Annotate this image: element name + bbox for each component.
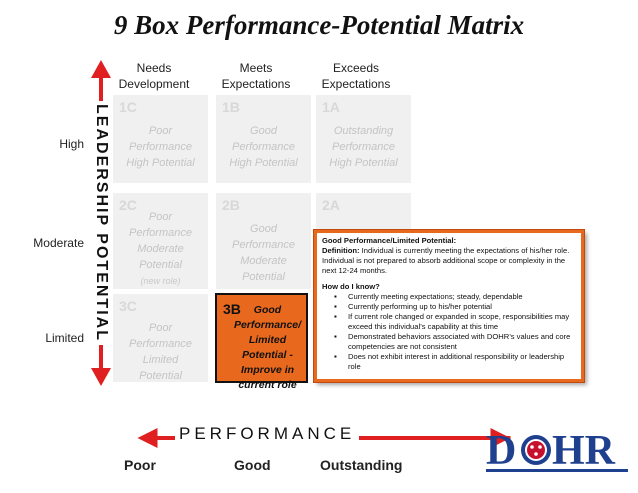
popup-definition: Definition: Individual is currently meet… bbox=[322, 246, 576, 276]
cell-description-text: Poor Performance Moderate Potential bbox=[129, 211, 192, 271]
cell-description: Good Performance High Potential bbox=[229, 125, 298, 169]
cell-code: 1B bbox=[222, 99, 240, 115]
popup-bullet: Demonstrated behaviors associated with D… bbox=[334, 332, 576, 352]
popup-how-label: How do I know? bbox=[322, 282, 380, 291]
cell-description: Good Performance Moderate Potential bbox=[232, 223, 295, 283]
row-label-moderate: Moderate bbox=[33, 236, 84, 250]
cell-1a[interactable]: 1A Outstanding Performance High Potentia… bbox=[316, 95, 411, 183]
popup-bullet: Currently meeting expectations; steady, … bbox=[334, 292, 576, 302]
column-header-needs-development: Needs Development bbox=[104, 60, 204, 92]
cell-code: 1A bbox=[322, 99, 340, 115]
cell-code: 2A bbox=[322, 197, 340, 213]
horizontal-axis-label: PERFORMANCE bbox=[175, 424, 360, 444]
row-label-limited: Limited bbox=[45, 331, 84, 345]
page-title: 9 Box Performance-Potential Matrix bbox=[113, 10, 525, 40]
cell-code: 3B bbox=[223, 301, 241, 317]
column-header-label: Exceeds Expectations bbox=[321, 61, 391, 91]
cell-3c[interactable]: 3C Poor Performance Limited Potential bbox=[113, 294, 208, 382]
cell-2b[interactable]: 2B Good Performance Moderate Potential bbox=[216, 193, 311, 289]
popup-definition-label: Definition: bbox=[322, 246, 360, 255]
popup-bullet-list: Currently meeting expectations; steady, … bbox=[322, 292, 576, 372]
bottom-label-good: Good bbox=[234, 457, 271, 473]
cell-3b-highlighted[interactable]: 3B Good Performance/ Limited Potential -… bbox=[215, 293, 308, 391]
popup-bullet: Does not exhibit interest in additional … bbox=[334, 352, 576, 372]
cell-description: Poor Performance High Potential bbox=[126, 125, 195, 169]
bottom-label-outstanding: Outstanding bbox=[320, 457, 403, 473]
dohr-logo: D HR bbox=[484, 426, 632, 476]
cell-description: Good Performance/ Limited Potential - Im… bbox=[233, 304, 302, 391]
dohr-logo-graphic: D HR bbox=[486, 428, 628, 474]
column-header-label: Needs Development bbox=[118, 61, 190, 91]
cell-note: (new role) bbox=[140, 276, 181, 286]
cell-2c[interactable]: 2C Poor Performance Moderate Potential (… bbox=[113, 193, 208, 289]
svg-text:HR: HR bbox=[552, 428, 616, 474]
column-header-exceeds-expectations: Exceeds Expectations bbox=[306, 60, 406, 92]
popup-definition-text: Individual is currently meeting the expe… bbox=[322, 246, 570, 275]
cell-description: Outstanding Performance High Potential bbox=[329, 125, 398, 169]
definition-popup: Good Performance/Limited Potential: Defi… bbox=[314, 230, 584, 382]
cell-code: 3C bbox=[119, 298, 137, 314]
cell-1b[interactable]: 1B Good Performance High Potential bbox=[216, 95, 311, 183]
column-header-label: Meets Expectations bbox=[221, 61, 291, 91]
cell-1c[interactable]: 1C Poor Performance High Potential bbox=[113, 95, 208, 183]
popup-title: Good Performance/Limited Potential: bbox=[322, 236, 457, 245]
cell-code: 2C bbox=[119, 197, 137, 213]
vertical-axis-label: LEADERSHIP POTENTIAL bbox=[92, 101, 110, 345]
cell-code: 2B bbox=[222, 197, 240, 213]
row-label-high: High bbox=[59, 137, 84, 151]
bottom-label-poor: Poor bbox=[124, 457, 156, 473]
popup-bullet: If current role changed or expanded in s… bbox=[334, 312, 576, 332]
popup-bullet: Currently performing up to his/her poten… bbox=[334, 302, 576, 312]
cell-description: Poor Performance Limited Potential bbox=[129, 322, 192, 382]
cell-code: 1C bbox=[119, 99, 137, 115]
column-header-meets-expectations: Meets Expectations bbox=[206, 60, 306, 92]
svg-text:D: D bbox=[486, 428, 516, 474]
cell-description: Poor Performance Moderate Potential (new… bbox=[113, 209, 208, 289]
